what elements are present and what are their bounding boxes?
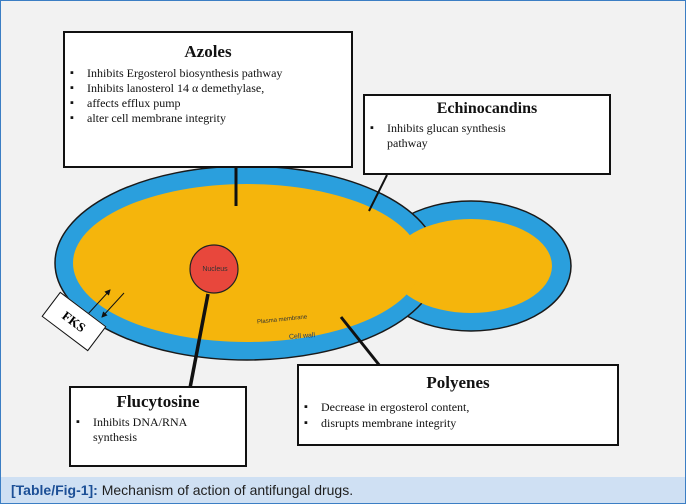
list-item: Inhibits DNA/RNA synthesis [71, 415, 203, 445]
figure-caption: [Table/Fig-1]: Mechanism of action of an… [11, 482, 353, 498]
list-item: Inhibits Ergosterol biosynthesis pathway [65, 66, 351, 81]
list-item: disrupts membrane integrity [299, 415, 617, 431]
polyenes-list: Decrease in ergosterol content, disrupts… [299, 399, 617, 431]
azoles-title: Azoles [65, 42, 351, 62]
fks-label: FKS [59, 307, 89, 335]
flucytosine-box: Flucytosine Inhibits DNA/RNA synthesis [69, 386, 247, 467]
azoles-box: Azoles Inhibits Ergosterol biosynthesis … [63, 31, 353, 168]
echinocandins-box: Echinocandins Inhibits glucan synthesis … [363, 94, 611, 175]
echinocandins-list: Inhibits glucan synthesis pathway [365, 121, 609, 151]
list-item: Inhibits glucan synthesis pathway [365, 121, 547, 151]
polyenes-title: Polyenes [299, 373, 617, 393]
nucleus-label: Nucleus [196, 266, 234, 273]
list-item: affects efflux pump [65, 96, 351, 111]
list-item: Decrease in ergosterol content, [299, 399, 617, 415]
caption-text: Mechanism of action of antifungal drugs. [98, 482, 353, 498]
azoles-list: Inhibits Ergosterol biosynthesis pathway… [65, 66, 351, 126]
flucytosine-list: Inhibits DNA/RNA synthesis [71, 415, 245, 445]
echinocandins-title: Echinocandins [365, 100, 609, 118]
polyenes-box: Polyenes Decrease in ergosterol content,… [297, 364, 619, 446]
caption-label: [Table/Fig-1]: [11, 482, 98, 498]
list-item: alter cell membrane integrity [65, 111, 351, 126]
list-item: Inhibits lanosterol 14 α demethylase, [65, 81, 351, 96]
flucytosine-title: Flucytosine [71, 392, 245, 412]
